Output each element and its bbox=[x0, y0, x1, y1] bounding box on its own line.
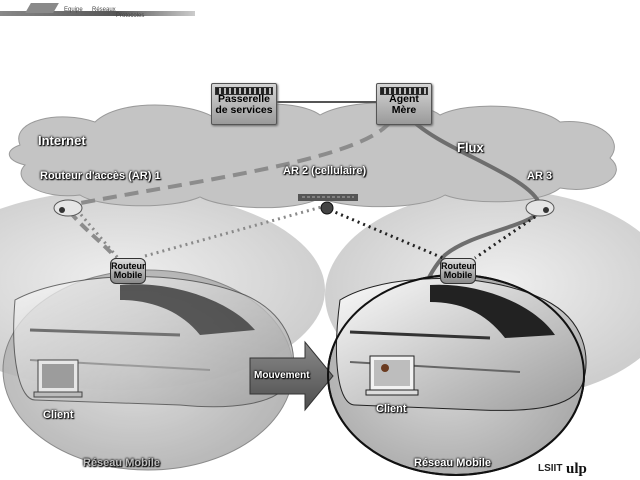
client-laptop-left-icon bbox=[33, 359, 83, 398]
flux-label: Flux bbox=[457, 140, 484, 155]
mobile-network-left-label: Réseau Mobile bbox=[83, 457, 161, 469]
ar2-antenna-icon bbox=[298, 194, 358, 215]
svg-text:LSIIT: LSIIT bbox=[538, 463, 562, 474]
client-right-label: Client bbox=[376, 403, 407, 415]
movement-arrow bbox=[249, 340, 334, 412]
lsiit-logo: LSIIT bbox=[538, 463, 562, 474]
ar1-label: Routeur d'accès (AR) 1 bbox=[40, 170, 161, 182]
ar3-label: AR 3 bbox=[527, 170, 553, 182]
server-rack-icon bbox=[215, 87, 273, 95]
ar3-router-icon bbox=[525, 199, 555, 217]
internet-label: Internet bbox=[38, 133, 86, 148]
client-laptop-right-icon bbox=[365, 355, 419, 396]
server-rack-icon bbox=[380, 87, 428, 95]
header-item-protocoles: Protocoles bbox=[116, 13, 145, 19]
ar1-router-icon bbox=[53, 199, 83, 217]
mobile-network-right-label: Réseau Mobile bbox=[414, 457, 492, 469]
header-bar bbox=[0, 11, 195, 16]
ulp-logo: ulp bbox=[566, 461, 587, 477]
header-item-equipe: Equipe bbox=[64, 7, 83, 13]
internet-cloud bbox=[8, 102, 617, 209]
svg-text:ulp: ulp bbox=[566, 461, 587, 477]
client-left-label: Client bbox=[43, 409, 74, 421]
movement-label: Mouvement bbox=[254, 370, 310, 381]
header-item-reseaux: Réseaux bbox=[92, 7, 116, 13]
ar2-label: AR 2 (cellulaire) bbox=[283, 165, 367, 177]
